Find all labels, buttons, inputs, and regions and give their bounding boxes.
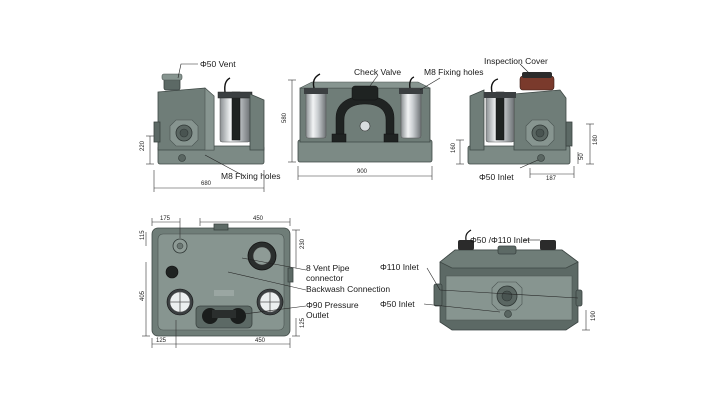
- left-side-view: Φ50 Vent M8 Fixing holes 220 680: [140, 59, 281, 192]
- label-m8-fixing-center: M8 Fixing holes: [424, 67, 484, 77]
- dim-center-height: 580: [282, 112, 288, 123]
- dim-top-450-upper: 450: [253, 216, 264, 222]
- dim-top-450-lower: 450: [255, 338, 266, 344]
- dim-top-175: 175: [160, 216, 171, 222]
- dim-left-width: 680: [201, 181, 212, 187]
- dim-top-125-bottom: 125: [156, 338, 167, 344]
- label-pressure-90-line2: Outlet: [306, 310, 329, 320]
- label-inlet-50-110: Φ50 /Φ110 Inlet: [470, 235, 530, 245]
- isometric-view: Φ50 /Φ110 Inlet Φ110 Inlet Φ50 Inlet 190: [380, 229, 597, 331]
- dim-top-115: 115: [140, 230, 146, 240]
- dim-right-h180: 180: [593, 134, 599, 145]
- dim-top-230: 230: [300, 238, 306, 249]
- dim-right-h50: 50: [579, 153, 585, 160]
- dim-right-height: 160: [451, 142, 457, 153]
- label-inspection-cover: Inspection Cover: [484, 56, 548, 66]
- label-vent-pipe-8-line1: 8 Vent Pipe: [306, 263, 350, 273]
- dim-iso-190: 190: [591, 310, 597, 321]
- label-backwash: Backwash Connection: [306, 284, 390, 294]
- top-view: 8 Vent Pipe connector Backwash Connectio…: [140, 216, 390, 348]
- label-vent-pipe-8-line2: connector: [306, 273, 343, 283]
- label-inlet-50-right: Φ50 Inlet: [479, 172, 514, 182]
- dim-top-125-right: 125: [300, 317, 306, 328]
- label-pressure-90-line1: Φ90 Pressure: [306, 300, 359, 310]
- right-side-view: Inspection Cover Φ50 Inlet 160 187 50 18…: [451, 56, 599, 182]
- label-m8-fixing-left: M8 Fixing holes: [221, 171, 281, 181]
- dim-left-height: 220: [140, 140, 146, 151]
- center-front-view: Check Valve M8 Fixing holes 580 900: [282, 67, 484, 180]
- dim-top-405: 405: [140, 290, 146, 301]
- label-inlet-110: Φ110 Inlet: [380, 262, 419, 272]
- label-check-valve: Check Valve: [354, 67, 401, 77]
- dim-right-width: 187: [546, 176, 557, 182]
- dim-center-width: 900: [357, 169, 368, 175]
- label-vent-50: Φ50 Vent: [200, 59, 236, 69]
- label-inlet-50-bottom: Φ50 Inlet: [380, 299, 415, 309]
